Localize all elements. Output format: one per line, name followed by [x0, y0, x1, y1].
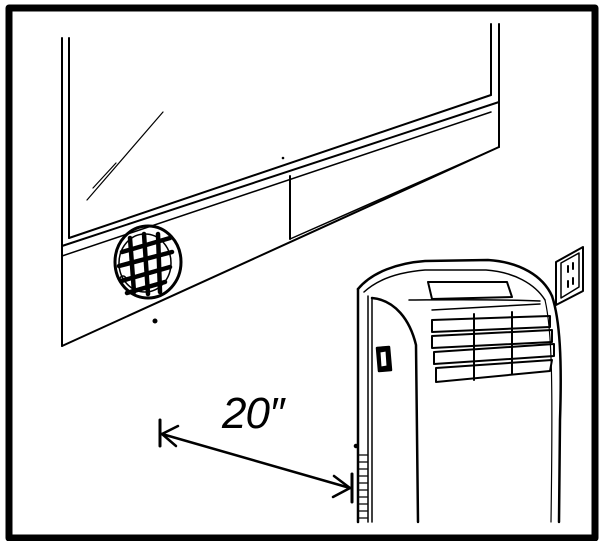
window-vent-grille-icon [113, 224, 183, 324]
room-frame [5, 4, 599, 541]
wall-outlet-icon [555, 246, 584, 306]
clearance-dimension-label: 20″ [222, 389, 285, 438]
portable-air-conditioner-icon [353, 258, 562, 524]
window [61, 23, 500, 347]
double-arrow-icon [158, 418, 354, 504]
